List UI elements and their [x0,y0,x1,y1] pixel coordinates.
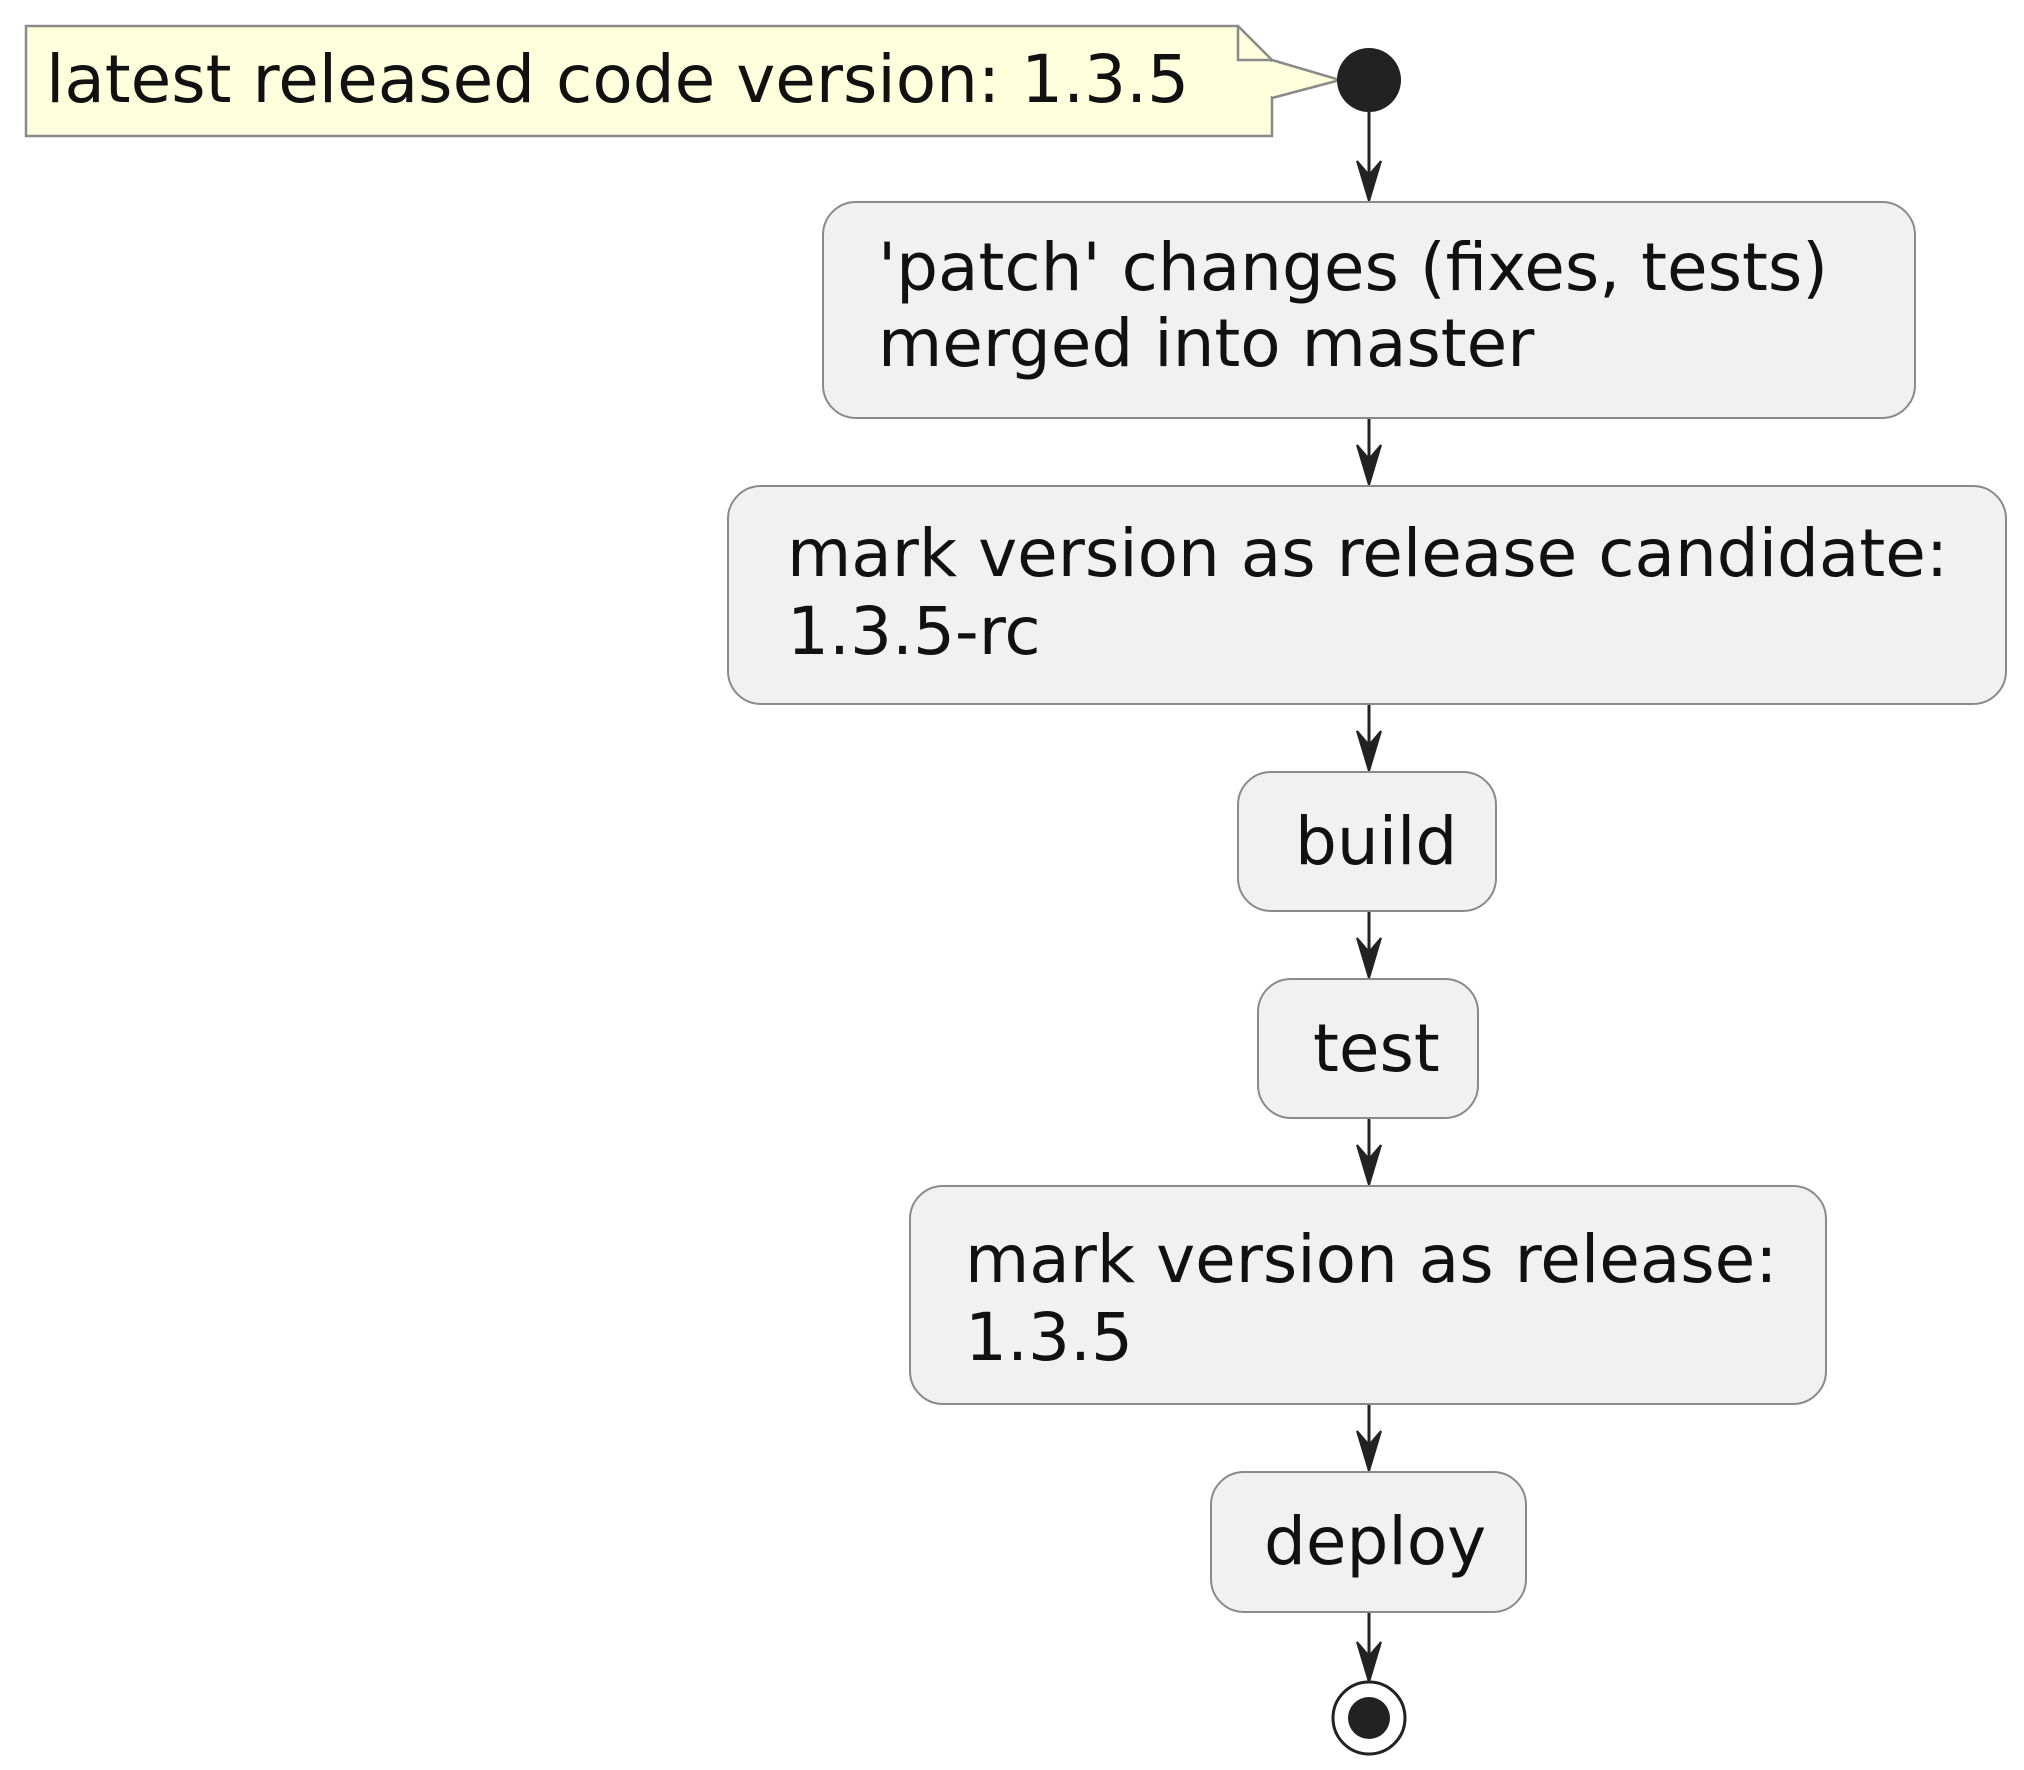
note-fold [1236,26,1272,62]
note-connector [1271,58,1345,100]
arrowhead-icon [1356,1144,1382,1189]
activity-patch-merge: 'patch' changes (fixes, tests) merged in… [822,201,1916,419]
arrowhead-icon [1356,1641,1382,1686]
activity-build: build [1237,771,1497,912]
activity-text-line-1: test [1313,1010,1440,1087]
activity-text-line-1: deploy [1264,1503,1487,1580]
activity-text-line-1: mark version as release candidate: [787,515,1949,592]
arrowhead-icon [1356,730,1382,775]
start-node [1337,48,1401,112]
activity-text-line-1: mark version as release: [965,1221,1778,1298]
arrowhead-icon [1356,1430,1382,1475]
arrowhead-icon [1356,444,1382,489]
activity-text-line-2: merged into master [878,305,1535,382]
activity-mark-release: mark version as release: 1.3.5 [909,1185,1827,1405]
activity-test: test [1257,978,1479,1119]
activity-mark-rc: mark version as release candidate: 1.3.5… [727,485,2007,705]
activity-deploy: deploy [1210,1471,1527,1613]
arrowhead-icon [1356,937,1382,982]
end-node [1331,1680,1407,1756]
activity-text-line-2: 1.3.5-rc [787,593,1041,670]
activity-text-line-1: 'patch' changes (fixes, tests) [878,229,1829,306]
activity-text-line-2: 1.3.5 [965,1299,1133,1376]
note-text: latest released code version: 1.3.5 [46,41,1190,118]
activity-text-line-1: build [1295,803,1458,880]
arrowhead-icon [1356,160,1382,205]
